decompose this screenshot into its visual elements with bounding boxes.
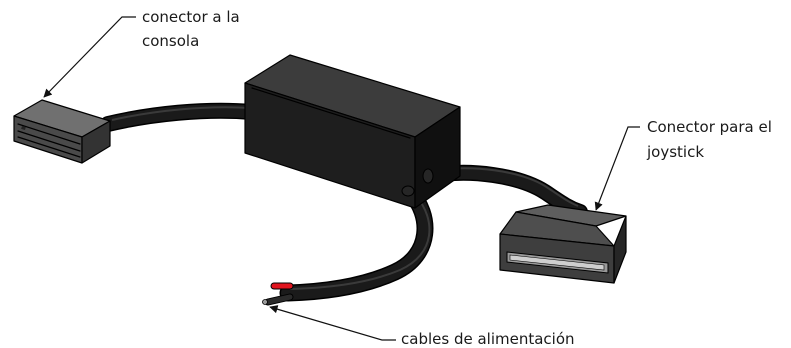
- leader-line-joystick: [594, 126, 640, 211]
- console-connector: [13, 99, 111, 164]
- callout-power: cables de alimentación: [269, 305, 575, 348]
- label-console-line2: consola: [142, 32, 199, 50]
- callout-joystick: Conector para el joystick: [594, 118, 772, 211]
- cable-to-console: [100, 102, 260, 132]
- power-cable: [279, 183, 434, 302]
- label-power-cables: cables de alimentación: [401, 330, 575, 348]
- power-wires: [262, 282, 294, 306]
- label-joystick-line1: Conector para el: [647, 118, 772, 136]
- callout-console: conector a la consola: [43, 8, 240, 98]
- adapter-box: [244, 54, 461, 209]
- cable-to-joystick: [422, 164, 588, 220]
- label-joystick-line2: joystick: [646, 143, 704, 161]
- label-console-line1: conector a la: [142, 8, 240, 26]
- joystick-connector: [499, 204, 627, 284]
- leader-line-power: [269, 305, 396, 341]
- leader-line-console: [43, 16, 136, 98]
